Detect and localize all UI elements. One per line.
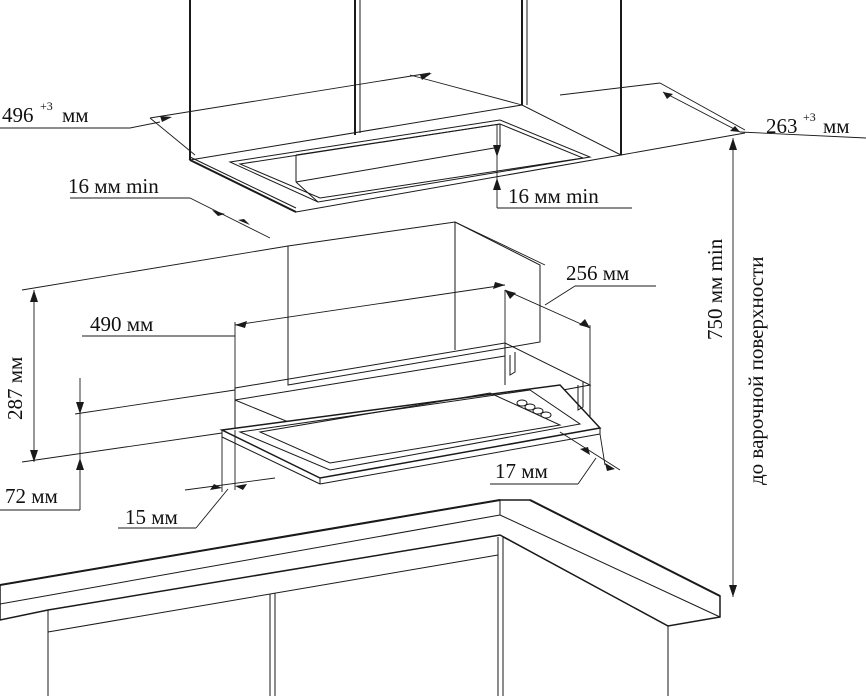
dimension-hood-depth: 256 мм bbox=[454, 221, 656, 385]
label-hood-height: 287 мм bbox=[3, 357, 27, 420]
label-hood-width: 490 мм bbox=[90, 312, 153, 336]
label-cabinet-depth: 263 bbox=[766, 114, 798, 138]
countertop bbox=[0, 499, 721, 632]
dimension-hood-width: 490 мм bbox=[82, 282, 506, 388]
label-cabinet-depth-unit: мм bbox=[823, 114, 850, 138]
label-side-gap: 16 мм min bbox=[68, 174, 159, 198]
dimension-front-offset: 15 мм bbox=[118, 430, 276, 529]
dimension-cabinet-depth: 263 +3 мм bbox=[559, 82, 866, 156]
dimension-min-height: 750 мм min до варочной поверхности bbox=[703, 138, 768, 597]
dimension-hood-height: 287 мм bbox=[3, 245, 289, 463]
dimension-side-gap: 16 мм min bbox=[68, 174, 271, 239]
label-hood-depth: 256 мм bbox=[566, 261, 629, 285]
dimension-panel-height: 72 мм bbox=[0, 378, 236, 511]
label-min-height: 750 мм min bbox=[703, 238, 727, 340]
label-front-offset: 15 мм bbox=[125, 505, 178, 529]
dimension-cabinet-width: 496 +3 мм bbox=[0, 72, 523, 156]
dimension-front-gap: 16 мм min bbox=[493, 125, 632, 209]
label-height-reference: до варочной поверхности bbox=[744, 257, 768, 486]
base-cabinets bbox=[47, 536, 669, 696]
wall-cabinet bbox=[188, 0, 623, 213]
label-panel-height: 72 мм bbox=[5, 484, 58, 508]
dimension-side-offset: 17 мм bbox=[490, 431, 621, 485]
hood bbox=[219, 221, 602, 485]
label-front-gap: 16 мм min bbox=[508, 184, 599, 208]
label-cabinet-width-sup: +3 bbox=[40, 99, 53, 113]
label-cabinet-depth-sup: +3 bbox=[803, 110, 816, 124]
label-cabinet-width: 496 bbox=[2, 103, 34, 127]
label-cabinet-width-unit: мм bbox=[62, 103, 89, 127]
label-side-offset: 17 мм bbox=[495, 459, 548, 483]
